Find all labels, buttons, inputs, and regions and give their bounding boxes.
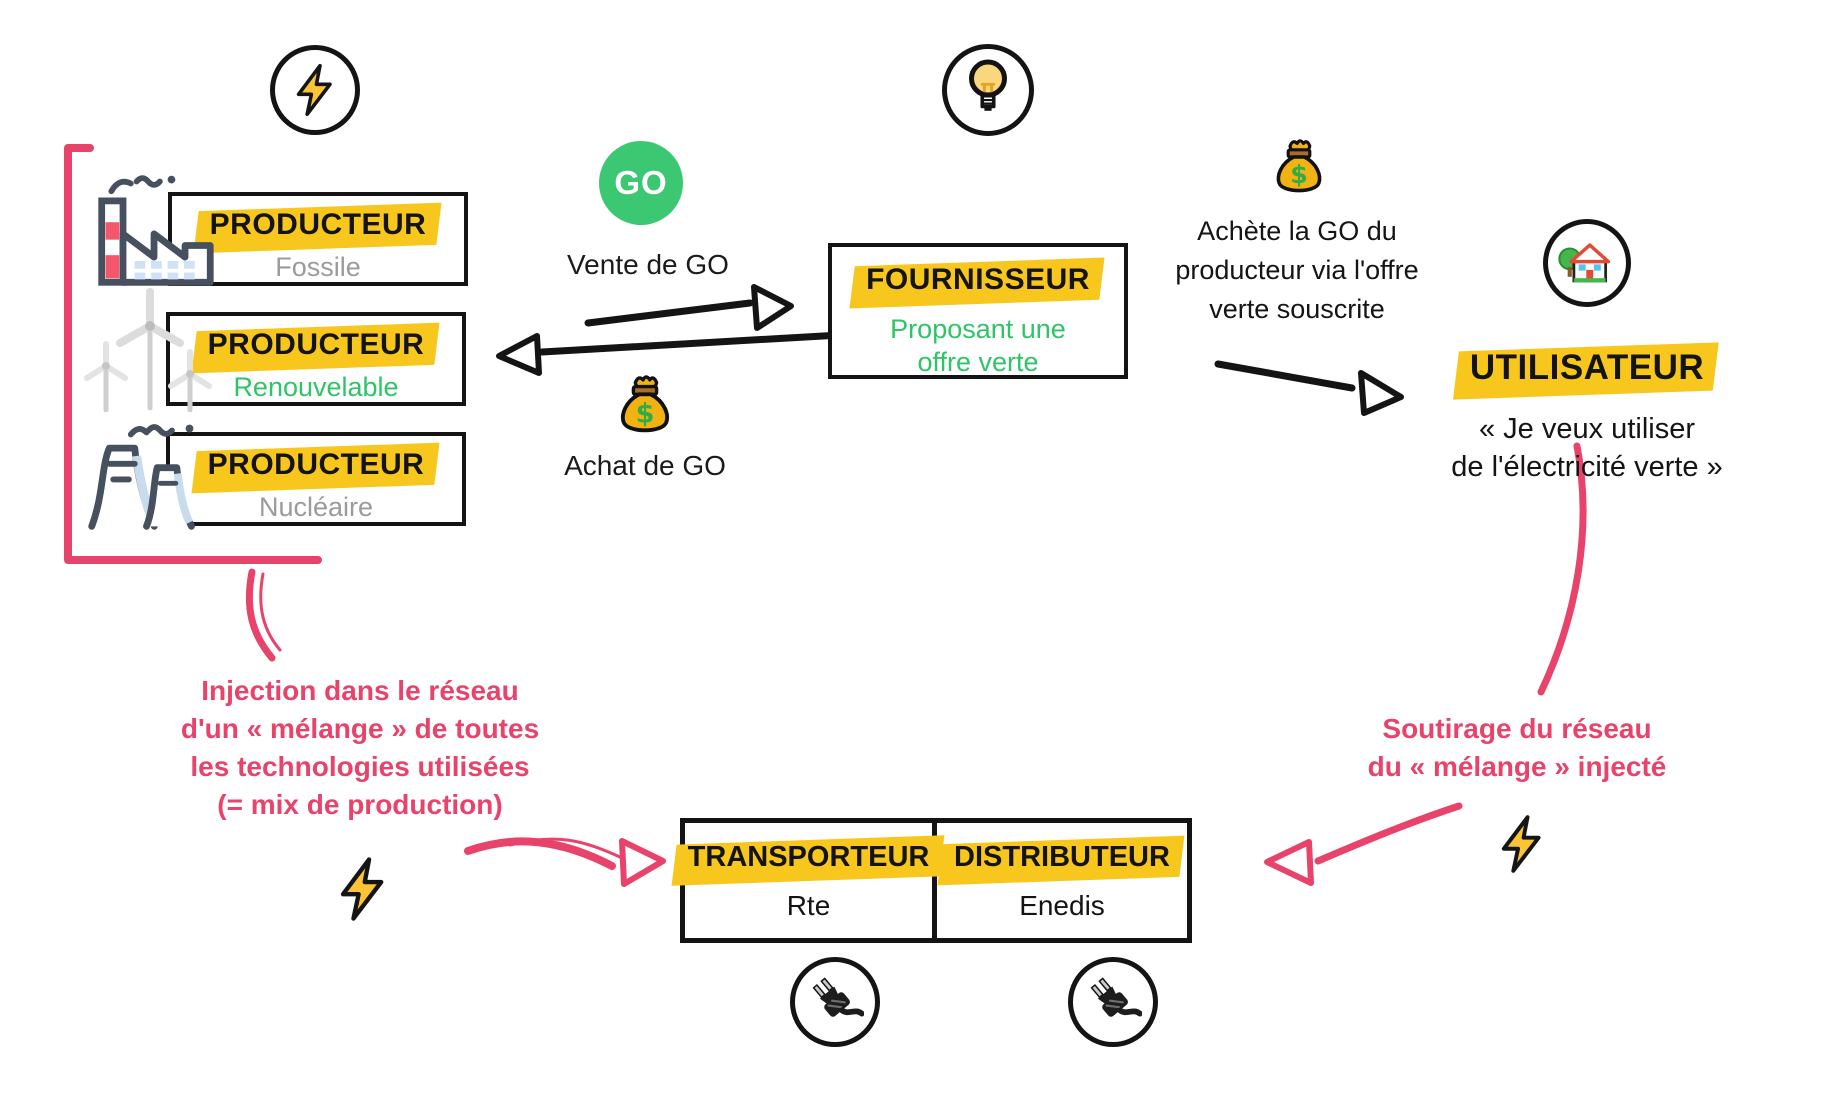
svg-text:$: $ <box>636 398 655 429</box>
offre-arrow <box>1214 360 1356 392</box>
money-bag-icon: $ <box>1276 139 1322 193</box>
injection-line3: les technologies utilisées <box>190 751 530 782</box>
house-icon <box>1558 243 1611 283</box>
offre-arrowhead <box>1358 370 1404 416</box>
achat-de-go-label: Achat de GO <box>564 450 726 481</box>
injection-arrowhead <box>619 838 666 887</box>
utilisateur-quote: « Je veux utiliser de l'électricité vert… <box>1451 410 1723 486</box>
injection-line1: Injection dans le réseau <box>201 675 519 706</box>
soutirage-arrowhead <box>1264 839 1314 886</box>
svg-text:$: $ <box>1290 160 1308 189</box>
plug-circle-badge <box>790 957 880 1047</box>
utilisateur-title: UTILISATEUR <box>1469 348 1705 387</box>
soutirage-line2: du « mélange » injecté <box>1367 751 1667 782</box>
producteur-renouvelable-box: PRODUCTEUR Renouvelable <box>166 312 466 406</box>
plug-icon <box>1090 977 1142 1017</box>
utilisateur-quote-line2: de l'électricité verte » <box>1451 451 1723 483</box>
producteur-renouvelable-title: PRODUCTEUR <box>207 328 425 361</box>
injection-arrow-echo <box>508 837 624 860</box>
achete-line2: producteur via l'offre <box>1175 255 1419 285</box>
money-bag-icon: $ <box>621 375 669 433</box>
wind-turbine-icon <box>84 288 212 412</box>
soutirage-note: Soutirage du réseau du « mélange » injec… <box>1368 710 1667 786</box>
plug-circle-badge <box>1068 957 1158 1047</box>
achete-note: Achète la GO du producteur via l'offre v… <box>1175 212 1418 329</box>
producteur-nucleaire-box: PRODUCTEUR Nucléaire <box>166 432 466 526</box>
plug-icon <box>812 977 864 1017</box>
lightbulb-icon <box>968 59 1008 111</box>
lightning-bolt-icon <box>340 857 384 921</box>
vente-arrowhead <box>751 284 794 331</box>
lightning-bolt-icon <box>1501 815 1541 873</box>
utilisateur-title-wrap: UTILISATEUR <box>1470 348 1704 388</box>
injection-note: Injection dans le réseau d'un « mélange … <box>181 672 539 824</box>
injection-curve-echo <box>259 572 282 652</box>
producteur-fossile-subtitle: Fossile <box>275 252 361 282</box>
go-badge: GO <box>599 141 683 225</box>
vente-arrow <box>584 299 754 327</box>
network-boxes: TRANSPORTEUR Rte DISTRIBUTEUR Enedis <box>680 818 1192 943</box>
nuclear-plant-icon <box>88 424 195 530</box>
producteur-renouvelable-subtitle: Renouvelable <box>233 372 399 402</box>
achete-line3: verte souscrite <box>1209 294 1385 324</box>
soutirage-arrow <box>1314 802 1463 865</box>
producteur-fossile-title: PRODUCTEUR <box>209 208 427 241</box>
achete-line1: Achète la GO du <box>1197 216 1397 246</box>
transporteur-title: TRANSPORTEUR <box>687 841 930 873</box>
fournisseur-line2: offre verte <box>917 347 1039 377</box>
producteur-nucleaire-subtitle: Nucléaire <box>258 492 374 522</box>
producteur-nucleaire-title: PRODUCTEUR <box>207 448 425 481</box>
lightbulb-circle-badge <box>942 44 1034 136</box>
transporteur-box: TRANSPORTEUR Rte <box>680 818 937 943</box>
achat-arrowhead <box>496 333 542 376</box>
soutirage-line1: Soutirage du réseau <box>1382 713 1652 744</box>
fournisseur-title: FOURNISSEUR <box>866 263 1090 296</box>
injection-line2: d'un « mélange » de toutes <box>180 713 540 744</box>
distributeur-title: DISTRIBUTEUR <box>954 841 1170 873</box>
injection-arrow <box>464 837 616 870</box>
injection-curve <box>245 568 276 662</box>
fournisseur-box: FOURNISSEUR Proposant une offre verte <box>828 243 1128 379</box>
fournisseur-line1: Proposant une <box>890 314 1066 344</box>
achat-arrow <box>538 330 862 356</box>
utilisateur-quote-line1: « Je veux utiliser <box>1479 413 1695 445</box>
producteur-fossile-box: PRODUCTEUR Fossile <box>168 192 468 286</box>
distributeur-box: DISTRIBUTEUR Enedis <box>932 818 1192 943</box>
vente-de-go-label: Vente de GO <box>567 249 729 280</box>
lightning-icon <box>296 63 332 117</box>
house-circle-badge <box>1543 219 1631 307</box>
injection-line4: (= mix de production) <box>217 789 503 820</box>
lightning-circle-badge <box>270 45 360 135</box>
transporteur-name: Rte <box>786 890 831 921</box>
factory-icon <box>98 175 214 286</box>
distributeur-name: Enedis <box>1019 890 1105 921</box>
